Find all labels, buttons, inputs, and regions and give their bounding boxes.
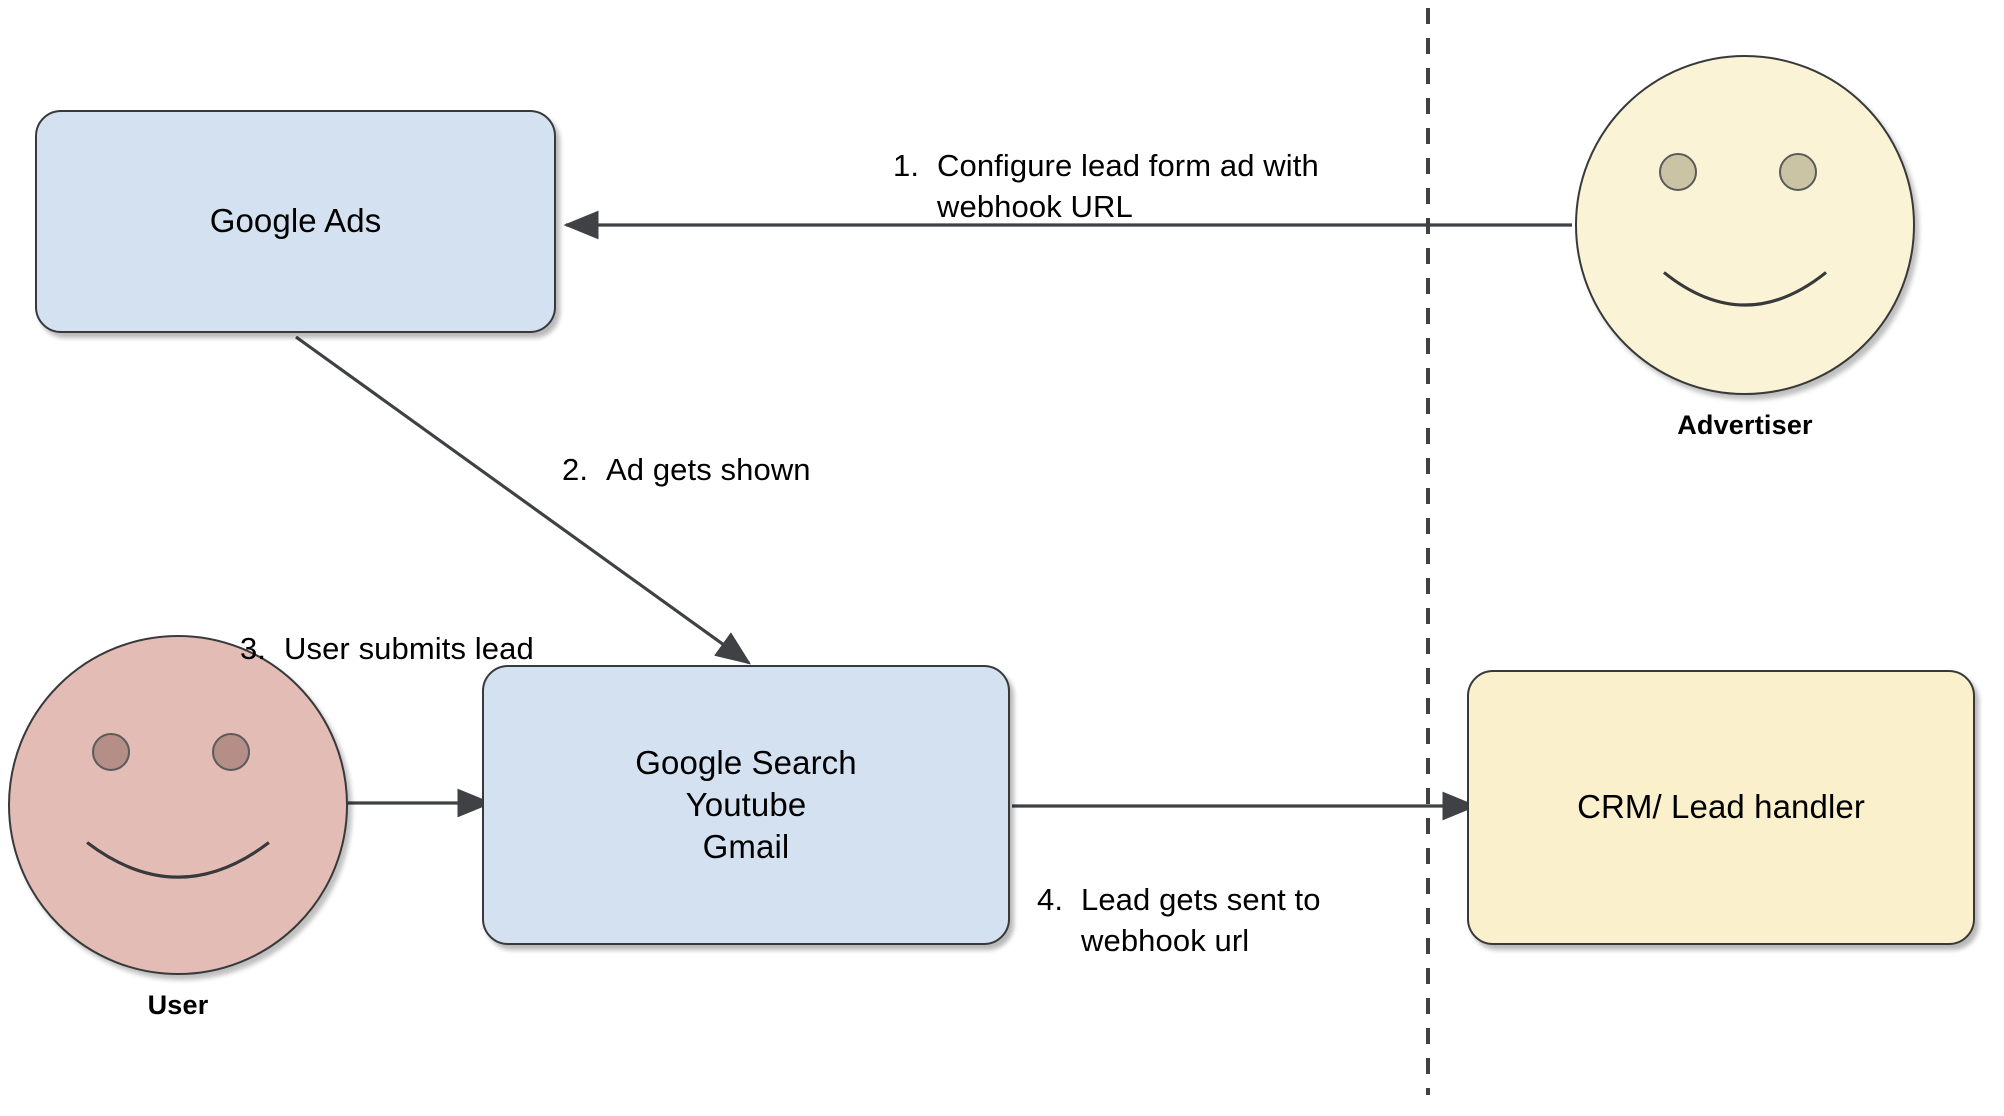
user-left-eye-icon (92, 733, 130, 771)
edge-label-step-4-text: Lead gets sent to webhook url (1081, 882, 1321, 959)
actor-advertiser[interactable]: Advertiser (1575, 55, 1915, 440)
edge-label-step-3: 3. User submits lead (240, 587, 534, 669)
edge-label-step-4: 4. Lead gets sent to webhook url (1037, 838, 1321, 962)
actor-user[interactable]: User (8, 635, 348, 1020)
edge-label-step-1-text: Configure lead form ad with webhook URL (937, 148, 1319, 225)
user-smile-icon (86, 841, 270, 879)
edge-label-step-1-number: 1. (893, 148, 920, 184)
node-google-ads-label: Google Ads (209, 202, 382, 240)
edge-label-step-2: 2. Ad gets shown (562, 408, 811, 490)
edge-label-step-3-text: User submits lead (284, 631, 534, 667)
node-google-surfaces[interactable]: Google Search Youtube Gmail (482, 665, 1010, 945)
user-right-eye-icon (212, 733, 250, 771)
node-google-surfaces-label: Google Search Youtube Gmail (635, 743, 857, 866)
node-crm-lead-handler[interactable]: CRM/ Lead handler (1467, 670, 1975, 945)
advertiser-left-eye-icon (1659, 153, 1697, 191)
advertiser-right-eye-icon (1779, 153, 1817, 191)
advertiser-face-icon (1575, 55, 1915, 395)
user-face-icon (8, 635, 348, 975)
node-google-ads[interactable]: Google Ads (35, 110, 556, 333)
edge-label-step-3-number: 3. (240, 631, 267, 667)
edge-label-step-2-number: 2. (562, 452, 589, 488)
actor-advertiser-caption: Advertiser (1677, 410, 1813, 440)
node-crm-lead-handler-label: CRM/ Lead handler (1577, 788, 1865, 826)
edge-label-step-2-text: Ad gets shown (606, 452, 811, 488)
edge-label-step-4-number: 4. (1037, 882, 1064, 918)
edge-label-step-1: 1. Configure lead form ad with webhook UR… (893, 104, 1319, 228)
advertiser-smile-icon (1662, 271, 1828, 307)
actor-user-caption: User (147, 990, 209, 1020)
